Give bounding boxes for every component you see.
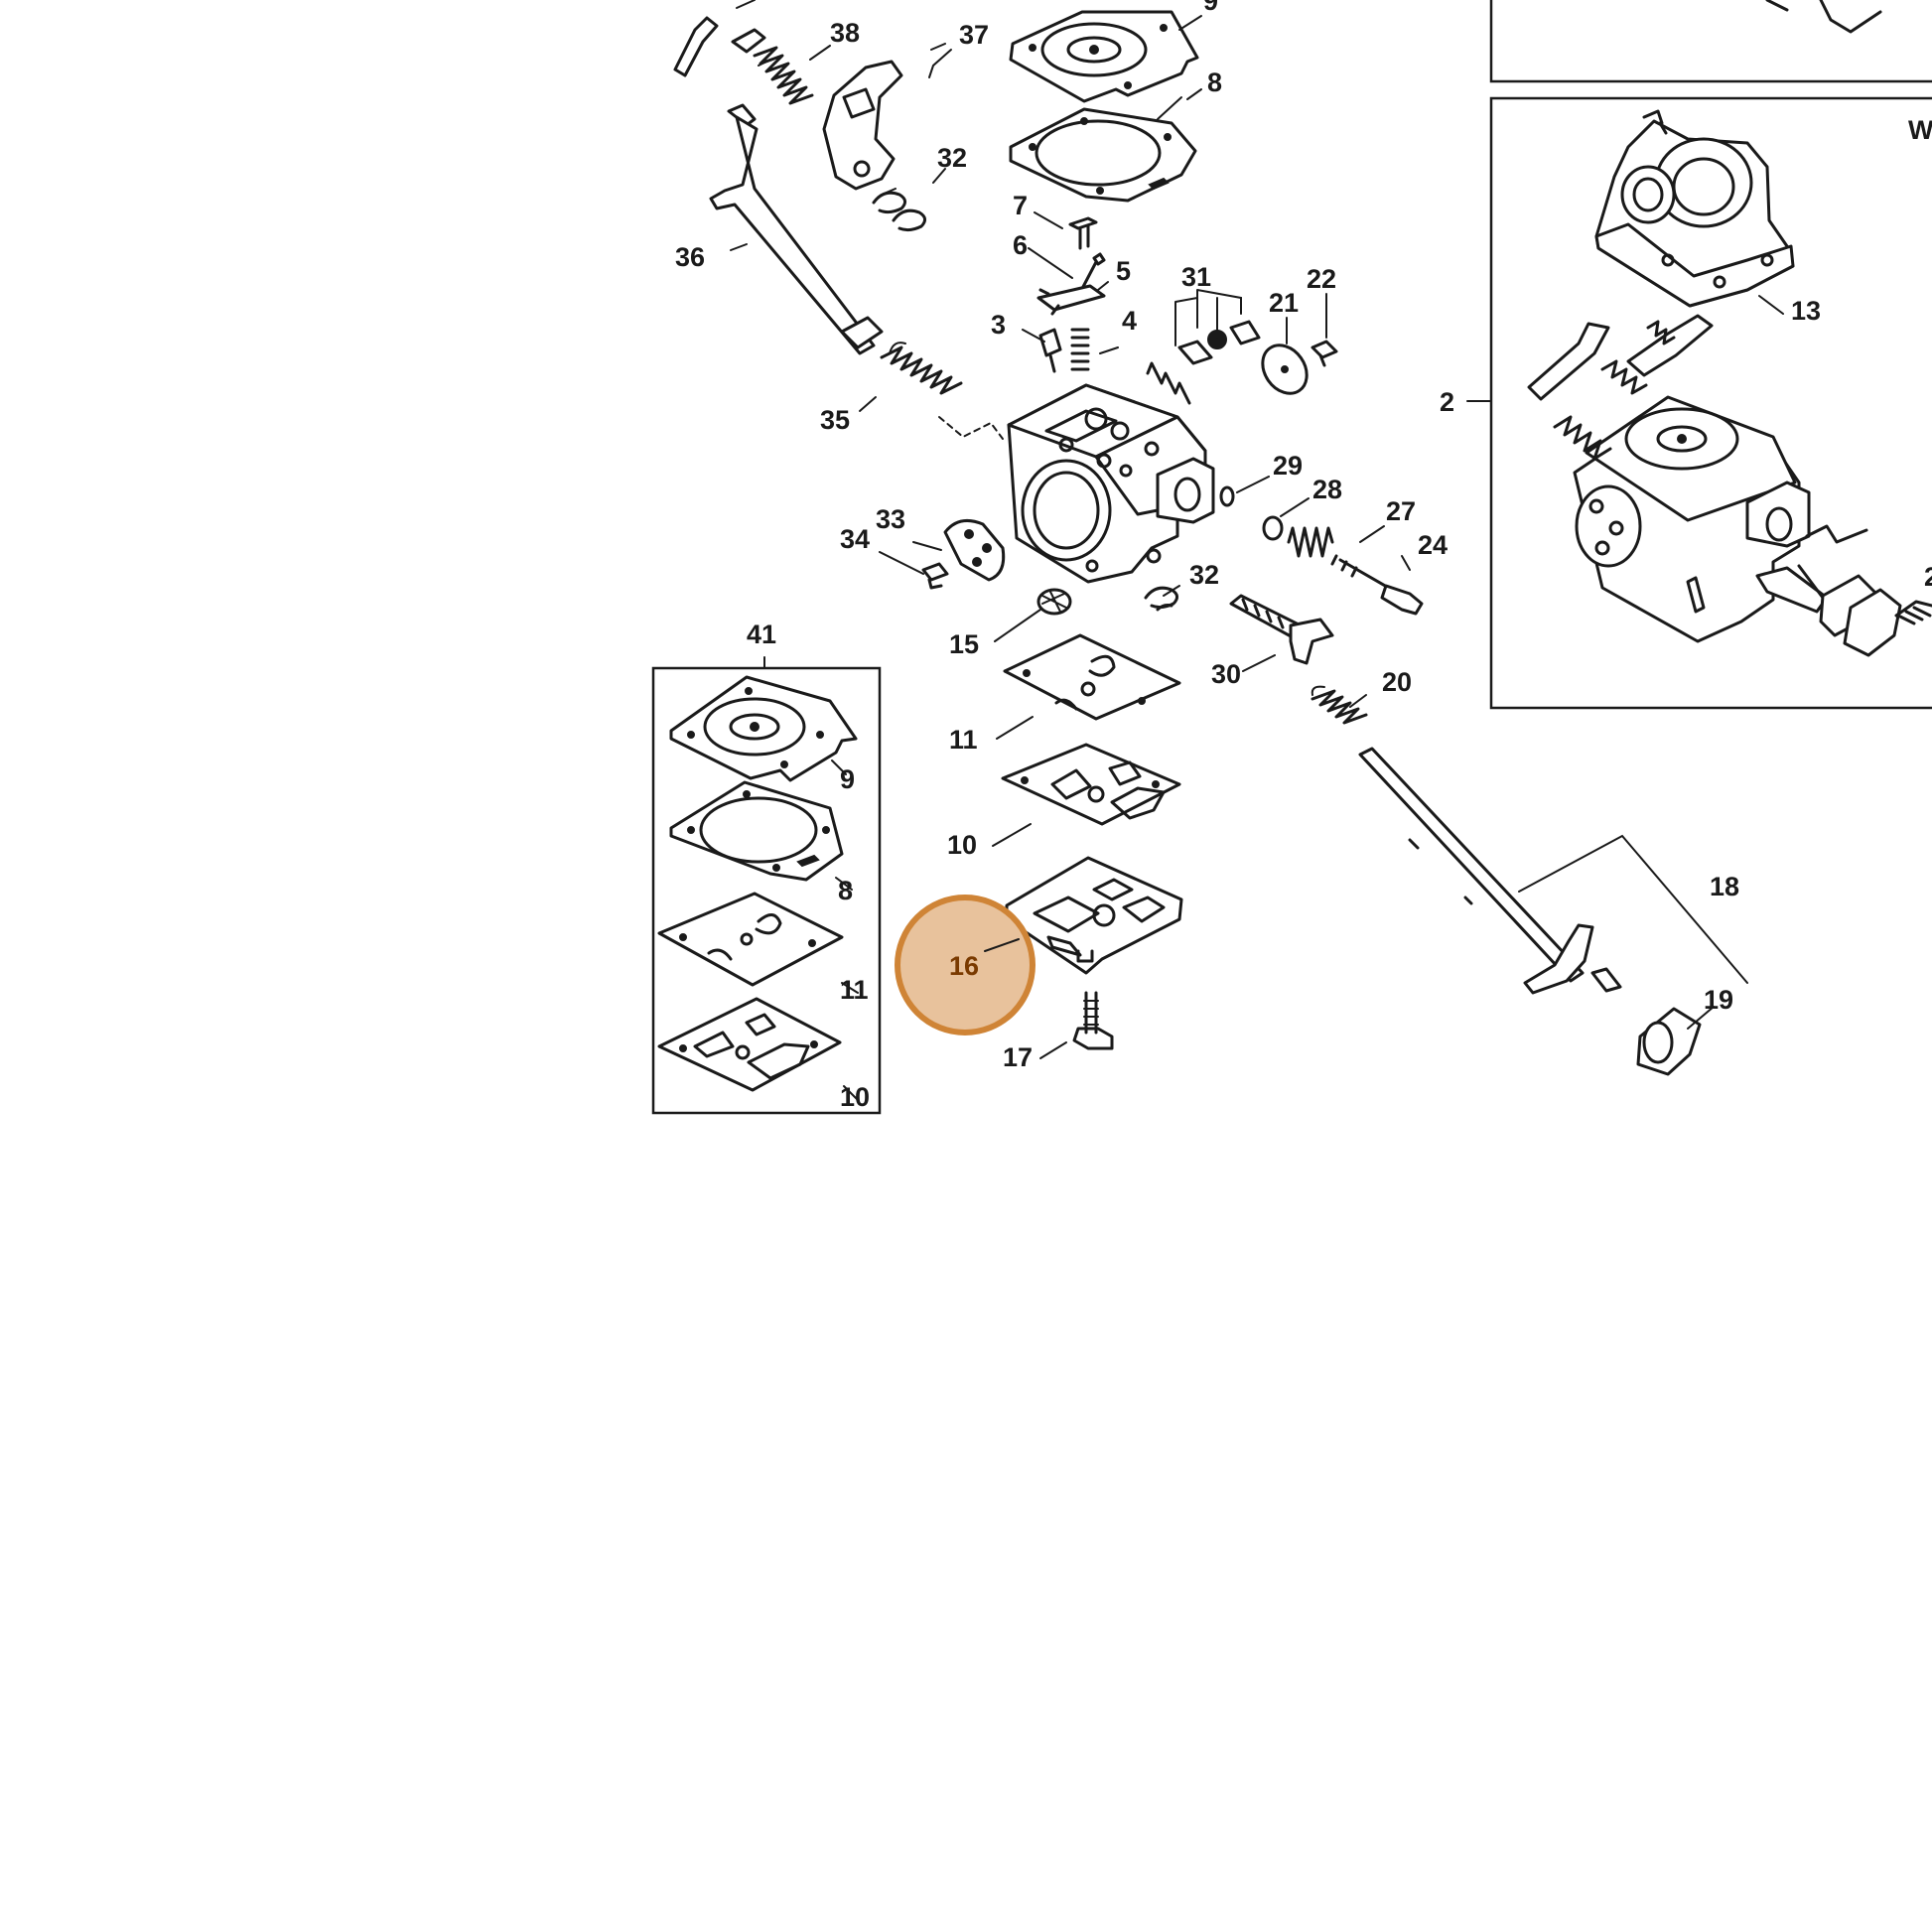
part-38-lever[interactable]	[673, 0, 766, 77]
part-30-screw[interactable]	[1229, 594, 1334, 665]
inset-part-13-housing[interactable]	[1594, 109, 1795, 308]
part-7-screw[interactable]	[1068, 216, 1098, 250]
callout-2-edge: 2	[1924, 562, 1932, 592]
part-37-bracket[interactable]	[822, 60, 903, 191]
callout-20: 20	[1382, 667, 1412, 697]
part-5-lever[interactable]	[1036, 284, 1106, 316]
part-8-gasket-top[interactable]	[1009, 107, 1197, 203]
part-17-screw[interactable]	[1072, 991, 1114, 1050]
spring-35[interactable]	[880, 342, 963, 395]
callout-5: 5	[1116, 256, 1131, 286]
kit-part-9-diaphragm[interactable]	[669, 675, 858, 782]
spring-20[interactable]	[1311, 685, 1368, 725]
callout-8-kit: 8	[838, 876, 853, 905]
callout-36: 36	[675, 242, 705, 272]
callout-24: 24	[1418, 530, 1448, 560]
callout-29: 29	[1273, 451, 1303, 481]
callout-22: 22	[1307, 264, 1336, 294]
highlight-label-16[interactable]: 16	[949, 951, 979, 981]
callout-33: 33	[876, 504, 905, 534]
callout-37: 37	[959, 20, 989, 50]
callout-labels: 38 37 9 8 32 36 7 6 5 3 4 31 21 22 13 2 …	[675, 0, 1932, 1112]
spring-38	[753, 46, 814, 105]
clip-32-top[interactable]	[872, 191, 926, 232]
part-11-gasket[interactable]	[1003, 633, 1181, 721]
callout-15: 15	[949, 629, 979, 659]
callout-31: 31	[1181, 262, 1211, 292]
callout-W: W	[1908, 115, 1932, 145]
part-15-screen[interactable]	[1036, 588, 1072, 616]
callout-21: 21	[1269, 288, 1299, 318]
part-24-screw[interactable]	[1330, 554, 1424, 616]
kit-part-8-gasket[interactable]	[669, 780, 844, 882]
callout-9-kit: 9	[840, 764, 855, 794]
part-33-plate[interactable]	[943, 518, 1006, 582]
callout-18: 18	[1710, 872, 1739, 901]
part-29-o-ring[interactable]	[1219, 485, 1235, 507]
callout-38: 38	[830, 18, 860, 48]
leader-18-bracket	[1518, 834, 1748, 984]
leader-lines	[730, 15, 1784, 1101]
callout-8: 8	[1207, 68, 1222, 97]
callout-2: 2	[1440, 387, 1454, 417]
inset-frame-2	[1489, 96, 1932, 710]
assembly-dashed-line	[938, 416, 1004, 440]
kit-part-10-gasket[interactable]	[657, 997, 842, 1092]
spring-4[interactable]	[1070, 328, 1090, 371]
kit-part-11-gasket[interactable]	[657, 892, 844, 987]
callout-27: 27	[1386, 496, 1416, 526]
callout-6: 6	[1013, 230, 1028, 260]
callout-11: 11	[949, 725, 978, 755]
callout-35: 35	[820, 405, 850, 435]
callout-17: 17	[1003, 1042, 1033, 1072]
callout-4: 4	[1122, 306, 1137, 336]
callout-32: 32	[937, 143, 967, 173]
part-9-diaphragm-top[interactable]	[1009, 10, 1199, 103]
callout-19: 19	[1704, 985, 1733, 1015]
inset-carburetor-assembly[interactable]	[1527, 314, 1932, 657]
part-21-disc[interactable]	[1254, 337, 1316, 402]
callout-32b: 32	[1189, 560, 1219, 590]
part-28-washer[interactable]	[1262, 515, 1284, 541]
callout-3: 3	[991, 310, 1006, 340]
callout-7: 7	[1013, 191, 1028, 220]
callout-30: 30	[1211, 659, 1241, 689]
inset-frame-top	[1489, 0, 1932, 83]
clip-32-middle[interactable]	[1144, 586, 1178, 612]
callout-41: 41	[747, 620, 776, 649]
part-36-throttle-shaft[interactable]	[709, 103, 884, 355]
part-10-gasket[interactable]	[1001, 743, 1181, 826]
carburetor-body[interactable]	[1007, 383, 1215, 584]
kit-41-box	[651, 656, 882, 1115]
highlight-circle	[895, 895, 1035, 1035]
callout-28: 28	[1312, 475, 1342, 504]
part-22-screw[interactable]	[1311, 340, 1338, 367]
part-31-valve-set[interactable]	[1146, 320, 1261, 405]
part-34-screw[interactable]	[921, 562, 949, 590]
callout-10-kit: 10	[840, 1082, 870, 1112]
edge-screw-right	[1896, 606, 1932, 625]
spring-27[interactable]	[1287, 526, 1334, 558]
part-19-cap[interactable]	[1636, 1007, 1702, 1076]
callout-11-kit: 11	[840, 975, 869, 1005]
part-18-shaft[interactable]	[1358, 747, 1622, 995]
callout-9: 9	[1203, 0, 1218, 16]
callout-10: 10	[947, 830, 977, 860]
callout-13: 13	[1791, 296, 1821, 326]
callout-34: 34	[840, 524, 870, 554]
part-3-needle[interactable]	[1038, 328, 1062, 373]
